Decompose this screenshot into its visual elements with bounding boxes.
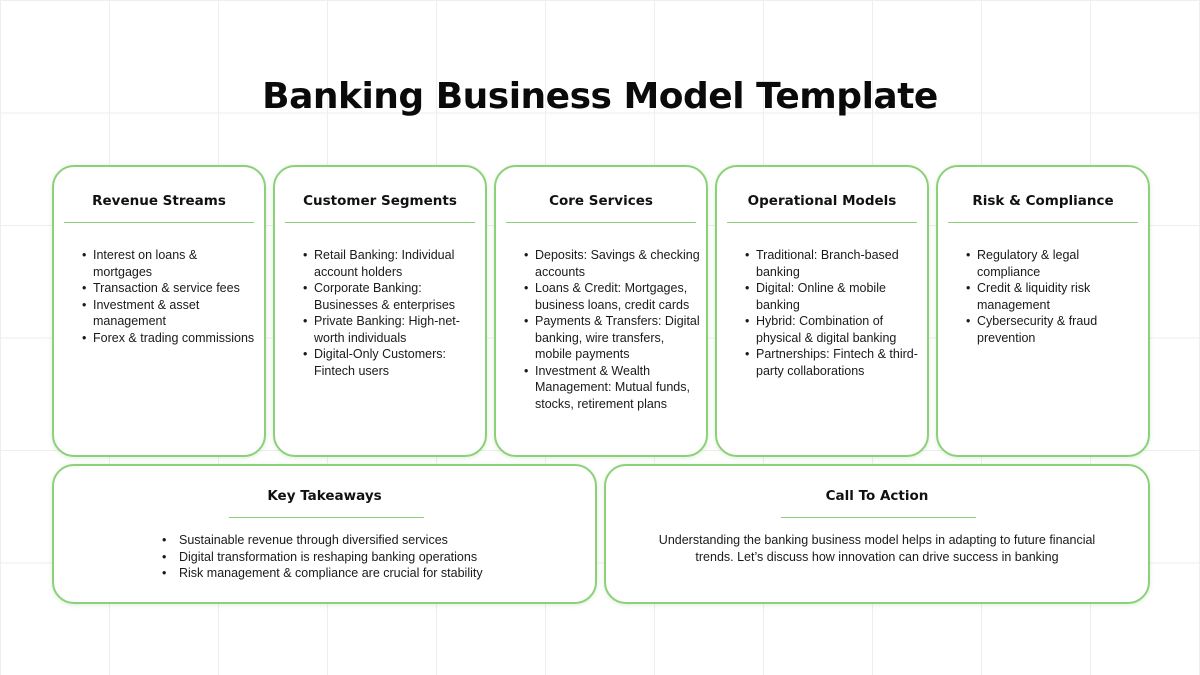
list-item: Retail Banking: Individual account holde… [303,247,479,280]
card-divider [506,222,696,223]
page-title: Banking Business Model Template [262,76,938,117]
card-revenue-streams: Revenue Streams Interest on loans & mort… [52,165,266,457]
card-title: Revenue Streams [92,193,226,209]
list-item: Investment & Wealth Management: Mutual f… [524,363,700,413]
list-item: Private Banking: High-net-worth individu… [303,313,479,346]
list-item: Transaction & service fees [82,280,258,297]
list-item: Interest on loans & mortgages [82,247,258,280]
card-title: Call To Action [825,488,929,504]
list-item: Deposits: Savings & checking accounts [524,247,700,280]
list-item: Payments & Transfers: Digital banking, w… [524,313,700,363]
card-title: Core Services [549,193,653,209]
card-title: Customer Segments [303,193,457,209]
list-item: Cybersecurity & fraud prevention [966,313,1142,346]
list-item: Traditional: Branch-based banking [745,247,921,280]
card-divider [948,222,1138,223]
card-divider [781,517,976,518]
list-item: Loans & Credit: Mortgages, business loan… [524,280,700,313]
card-core-services: Core Services Deposits: Savings & checki… [494,165,708,457]
list-item: Risk management & compliance are crucial… [162,565,522,582]
card-list: Regulatory & legal compliance Credit & l… [948,247,1142,346]
card-list: Interest on loans & mortgages Transactio… [64,247,258,346]
card-operational-models: Operational Models Traditional: Branch-b… [715,165,929,457]
card-list: Traditional: Branch-based banking Digita… [727,247,921,379]
list-item: Partnerships: Fintech & third-party coll… [745,346,921,379]
list-item: Investment & asset management [82,297,258,330]
card-divider [229,517,424,518]
card-list: Retail Banking: Individual account holde… [285,247,479,379]
takeaway-list: Sustainable revenue through diversified … [162,532,522,582]
cta-text: Understanding the banking business model… [658,533,1096,564]
card-divider [285,222,475,223]
list-item: Credit & liquidity risk management [966,280,1142,313]
list-item: Digital: Online & mobile banking [745,280,921,313]
list-item: Regulatory & legal compliance [966,247,1142,280]
card-customer-segments: Customer Segments Retail Banking: Indivi… [273,165,487,457]
card-call-to-action: Call To Action Understanding the banking… [604,464,1150,604]
card-title: Key Takeaways [267,488,382,504]
card-risk-compliance: Risk & Compliance Regulatory & legal com… [936,165,1150,457]
card-key-takeaways: Key Takeaways Sustainable revenue throug… [52,464,597,604]
card-divider [727,222,917,223]
list-item: Hybrid: Combination of physical & digita… [745,313,921,346]
card-divider [64,222,254,223]
card-title: Operational Models [747,193,897,209]
card-list: Deposits: Savings & checking accounts Lo… [506,247,700,412]
list-item: Sustainable revenue through diversified … [162,532,522,549]
list-item: Forex & trading commissions [82,330,258,347]
list-item: Digital-Only Customers: Fintech users [303,346,479,379]
list-item: Digital transformation is reshaping bank… [162,549,522,566]
list-item: Corporate Banking: Businesses & enterpri… [303,280,479,313]
card-title: Risk & Compliance [972,193,1114,209]
